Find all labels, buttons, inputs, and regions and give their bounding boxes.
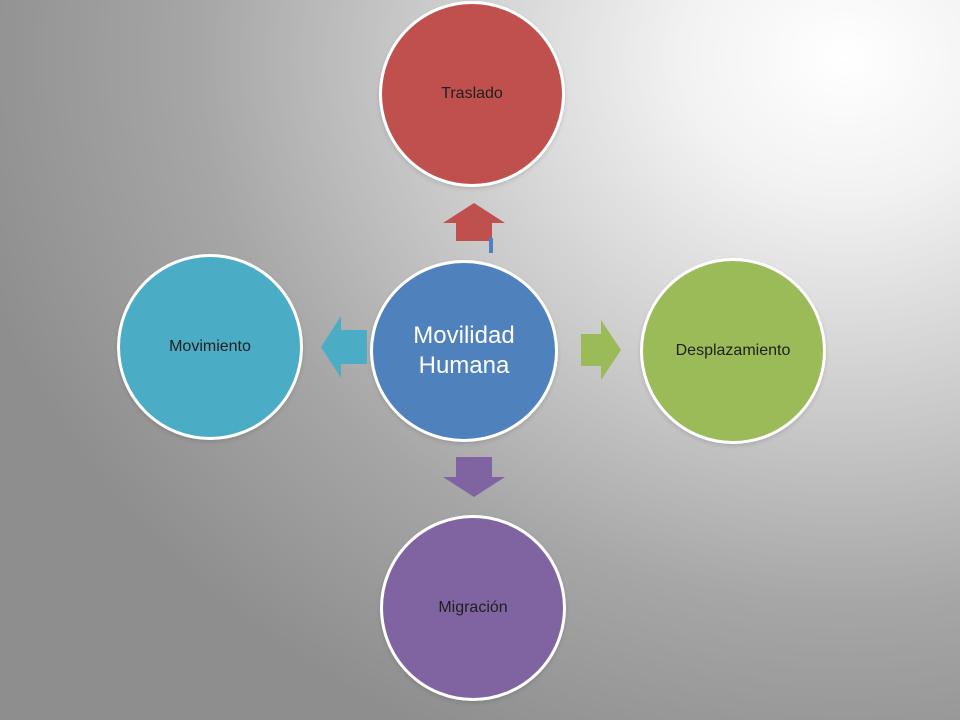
center-title-line2: Humana	[418, 352, 510, 379]
node-desplazamiento: Desplazamiento	[640, 258, 826, 444]
arrow-down-icon	[443, 457, 505, 497]
node-traslado-label: Traslado	[441, 85, 503, 102]
arrow-up-icon	[443, 203, 505, 241]
node-movimiento: Movimiento	[117, 254, 303, 440]
node-traslado: Traslado	[379, 1, 565, 187]
node-migracion: Migración	[380, 515, 566, 701]
center-title-line1: Movilidad	[413, 322, 515, 349]
node-desplazamiento-label: Desplazamiento	[675, 342, 791, 359]
arrow-left-icon	[321, 316, 367, 378]
node-movimiento-label: Movimiento	[169, 338, 251, 355]
center-node-movilidad-humana: Movilidad Humana	[370, 260, 558, 442]
node-migracion-label: Migración	[438, 599, 508, 616]
arrow-right-icon	[581, 320, 621, 380]
connector-tick	[489, 238, 493, 253]
